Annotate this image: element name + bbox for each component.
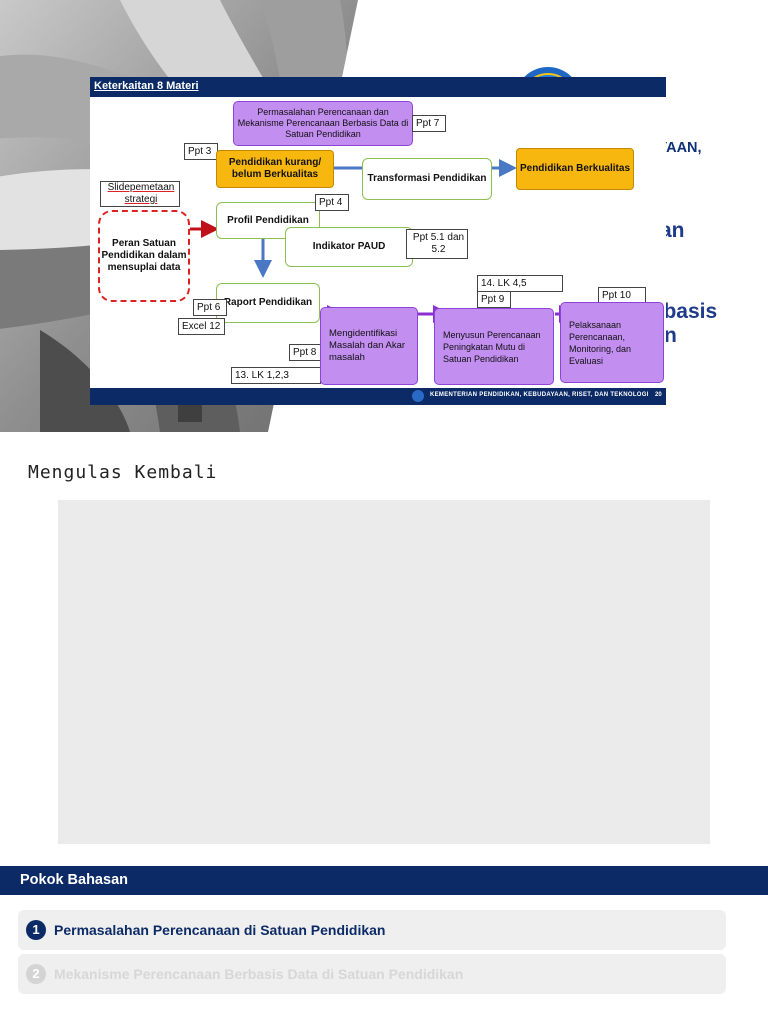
diagram-header-title: Keterkaitan 8 Materi bbox=[94, 80, 199, 92]
pokok-bahasan-title: Pokok Bahasan bbox=[20, 872, 128, 888]
box-pendidikan-berkualitas: Pendidikan Berkualitas bbox=[516, 148, 634, 190]
diagram-footer: KEMENTERIAN PENDIDIKAN, KEBUDAYAAN, RISE… bbox=[90, 388, 666, 405]
topic-label-2: Mekanisme Perencanaan Berbasis Data di S… bbox=[54, 966, 464, 982]
topic-number-1: 1 bbox=[26, 920, 46, 940]
footer-logo-icon bbox=[412, 390, 424, 402]
label-ppt4: Ppt 4 bbox=[315, 194, 349, 211]
box-menyusun-perencanaan: Menyusun Perencanaan Peningkatan Mutu di… bbox=[434, 308, 554, 385]
diagram-header: Keterkaitan 8 Materi bbox=[90, 77, 666, 97]
box-transformasi-pendidikan: Transformasi Pendidikan bbox=[362, 158, 492, 200]
topic-number-2: 2 bbox=[26, 964, 46, 984]
box-pelaksanaan: Pelaksanaan Perencanaan, Monitoring, dan… bbox=[560, 302, 664, 383]
label-lk45: 14. LK 4,5 bbox=[477, 275, 563, 292]
label-ppt51: Ppt 5.1 dan 5.2 bbox=[406, 229, 468, 259]
label-lk123: 13. LK 1,2,3 bbox=[231, 367, 321, 384]
topic-label-1: Permasalahan Perencanaan di Satuan Pendi… bbox=[54, 922, 386, 938]
box-indikator-paud: Indikator PAUD bbox=[285, 227, 413, 267]
box-pendidikan-kurang: Pendidikan kurang/ belum Berkualitas bbox=[216, 150, 334, 188]
label-ppt9: Ppt 9 bbox=[477, 291, 511, 308]
box-raport-pendidikan: Raport Pendidikan bbox=[216, 283, 320, 323]
recap-title: Mengulas Kembali bbox=[28, 462, 218, 483]
label-excel12: Excel 12 bbox=[178, 318, 225, 335]
footer-ministry: KEMENTERIAN PENDIDIKAN, KEBUDAYAAN, RISE… bbox=[430, 392, 649, 398]
label-ppt3: Ppt 3 bbox=[184, 143, 218, 160]
label-slidepemetaan: Slidepemetaan strategi bbox=[100, 181, 180, 207]
box-mengidentifikasi: Mengidentifikasi Masalah dan Akar masala… bbox=[320, 307, 418, 385]
diagram-frame bbox=[58, 500, 710, 844]
box-peran-satuan: Peran Satuan Pendidikan dalam mensuplai … bbox=[98, 210, 190, 302]
label-ppt6: Ppt 6 bbox=[193, 299, 227, 316]
topic-item-1[interactable]: 1 Permasalahan Perencanaan di Satuan Pen… bbox=[18, 910, 726, 950]
pokok-bahasan-slide: Pokok Bahasan 1 Permasalahan Perencanaan… bbox=[0, 856, 768, 1024]
recap-slide: Mengulas Kembali bbox=[0, 434, 768, 856]
materials-diagram: Keterkaitan 8 Materi Permasalahan Perenc… bbox=[90, 77, 666, 405]
pokok-bahasan-header: Pokok Bahasan bbox=[0, 866, 768, 895]
label-ppt7: Ppt 7 bbox=[412, 115, 446, 132]
box-permasalahan-perencanaan: Permasalahan Perencanaan dan Mekanisme P… bbox=[233, 101, 413, 146]
footer-page-number: 20 bbox=[655, 392, 662, 398]
label-ppt8: Ppt 8 bbox=[289, 344, 323, 361]
topic-item-2[interactable]: 2 Mekanisme Perencanaan Berbasis Data di… bbox=[18, 954, 726, 994]
label-ppt10: Ppt 10 bbox=[598, 287, 646, 304]
